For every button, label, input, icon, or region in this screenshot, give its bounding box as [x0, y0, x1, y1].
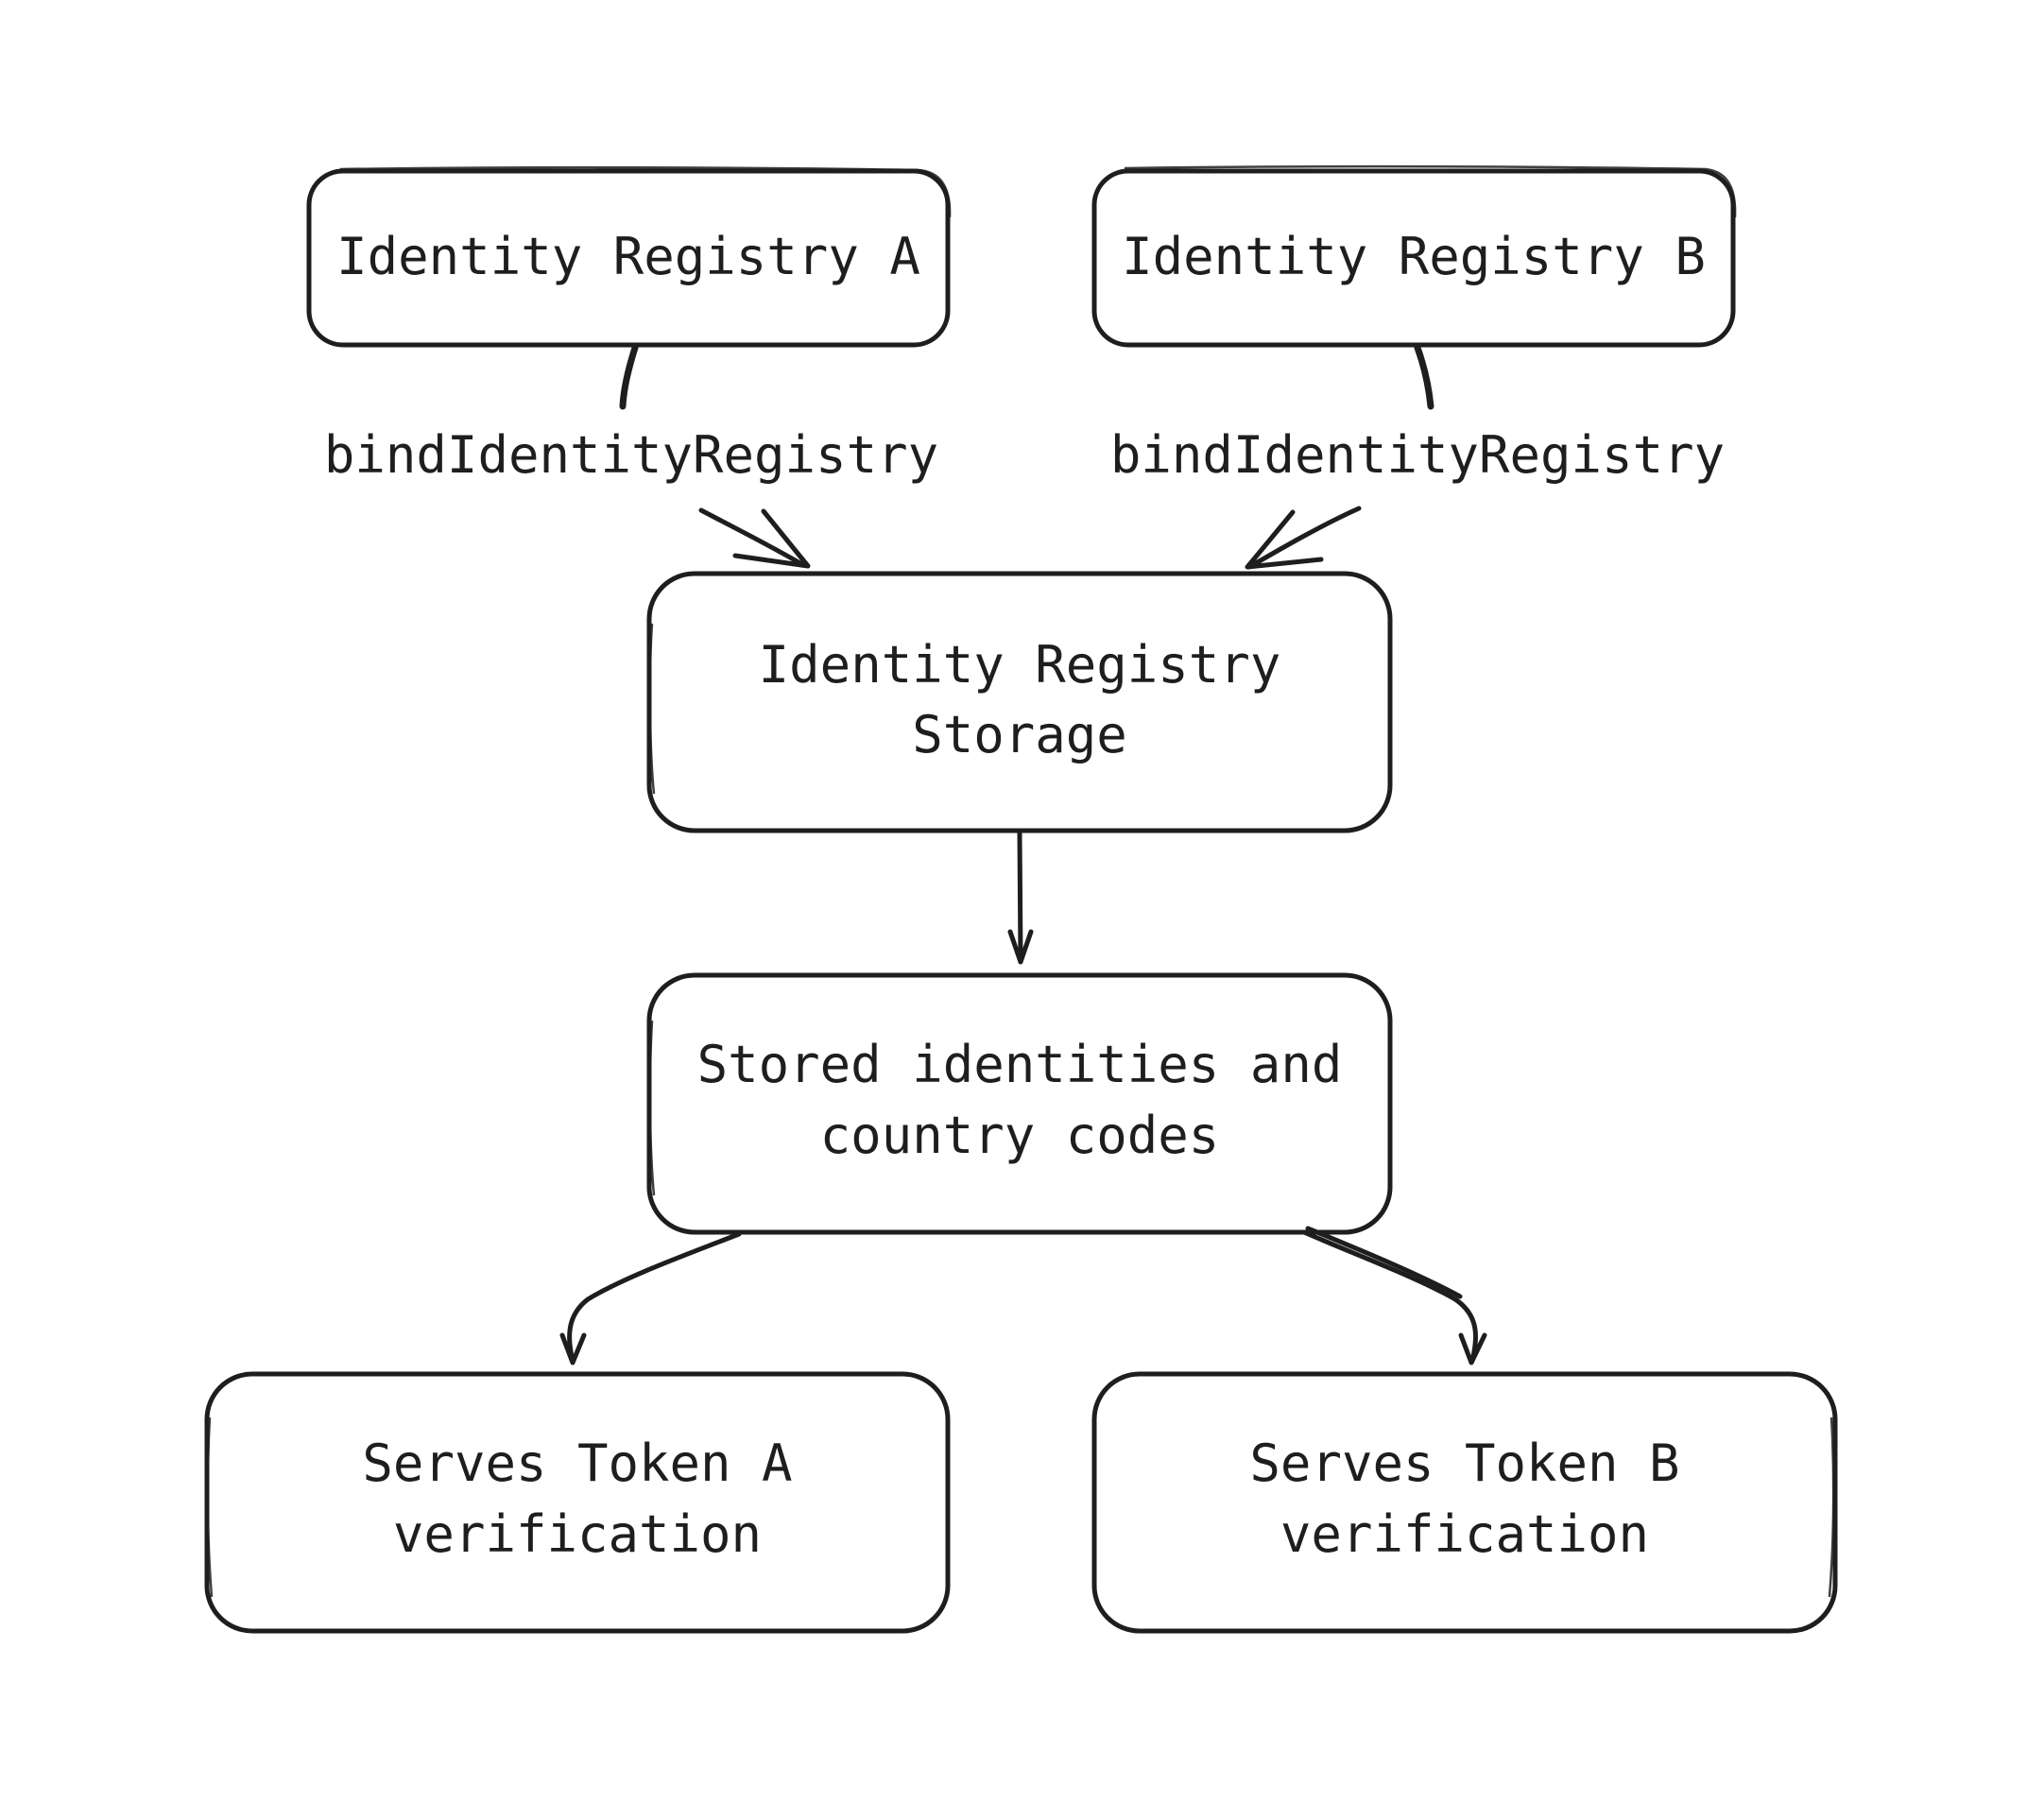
- node-stored-identities[interactable]: Stored identities and country codes: [646, 972, 1393, 1235]
- edge-stored-identities-to-token-a-line: [567, 1231, 742, 1364]
- edge-registry-b-to-storage-line-top: [1414, 344, 1434, 410]
- node-serves-token-b-label-line-1: Serves Token B: [1249, 1434, 1679, 1493]
- edge-stored-identities-to-token-b-line: [1301, 1229, 1479, 1364]
- edge-registry-b-to-storage: bindIdentityRegistry: [1110, 344, 1725, 570]
- edge-stored-identities-to-token-a: [559, 1231, 742, 1365]
- node-identity-registry-a-label: Identity Registry A: [336, 227, 920, 286]
- node-identity-registry-storage-label-line-1: Identity Registry: [759, 635, 1281, 695]
- edge-registry-a-to-storage-line-bottom: [698, 507, 806, 568]
- node-stored-identities-label-line-2: country codes: [820, 1106, 1220, 1165]
- edge-storage-to-stored-identities-line: [1017, 831, 1023, 962]
- edge-registry-a-to-storage-arrowhead: [732, 508, 811, 569]
- edge-storage-to-stored-identities-arrowhead: [1007, 929, 1034, 965]
- edge-registry-b-to-storage-line-bottom: [1246, 506, 1362, 570]
- edge-registry-a-to-storage: bindIdentityRegistry: [324, 344, 938, 569]
- edge-registry-a-to-storage-line-top: [619, 344, 639, 410]
- edge-stored-identities-to-token-b-line-sketch: [1305, 1226, 1463, 1299]
- node-serves-token-a-label-line-1: Serves Token A: [362, 1434, 792, 1493]
- node-serves-token-b-label-line-2: verification: [1280, 1504, 1649, 1564]
- edge-registry-a-to-storage-label: bindIdentityRegistry: [324, 425, 938, 485]
- node-identity-registry-storage-label-line-2: Storage: [912, 705, 1127, 764]
- edge-stored-identities-to-token-b-arrowhead: [1458, 1332, 1487, 1365]
- edge-stored-identities-to-token-b: [1301, 1226, 1487, 1365]
- node-serves-token-b[interactable]: Serves Token B verification: [1091, 1371, 1838, 1634]
- node-serves-token-a[interactable]: Serves Token A verification: [204, 1371, 951, 1634]
- node-identity-registry-b[interactable]: Identity Registry B: [1091, 164, 1737, 348]
- node-serves-token-a-label-line-2: verification: [393, 1504, 762, 1564]
- node-identity-registry-b-label: Identity Registry B: [1122, 227, 1706, 286]
- edge-stored-identities-to-token-a-arrowhead: [559, 1332, 587, 1365]
- edge-registry-b-to-storage-arrowhead: [1245, 509, 1324, 570]
- node-identity-registry-storage[interactable]: Identity Registry Storage: [646, 571, 1393, 833]
- edge-registry-b-to-storage-label: bindIdentityRegistry: [1110, 425, 1725, 485]
- edge-storage-to-stored-identities: [1007, 831, 1034, 965]
- node-identity-registry-a[interactable]: Identity Registry A: [306, 165, 952, 348]
- node-stored-identities-label-line-1: Stored identities and: [697, 1035, 1343, 1094]
